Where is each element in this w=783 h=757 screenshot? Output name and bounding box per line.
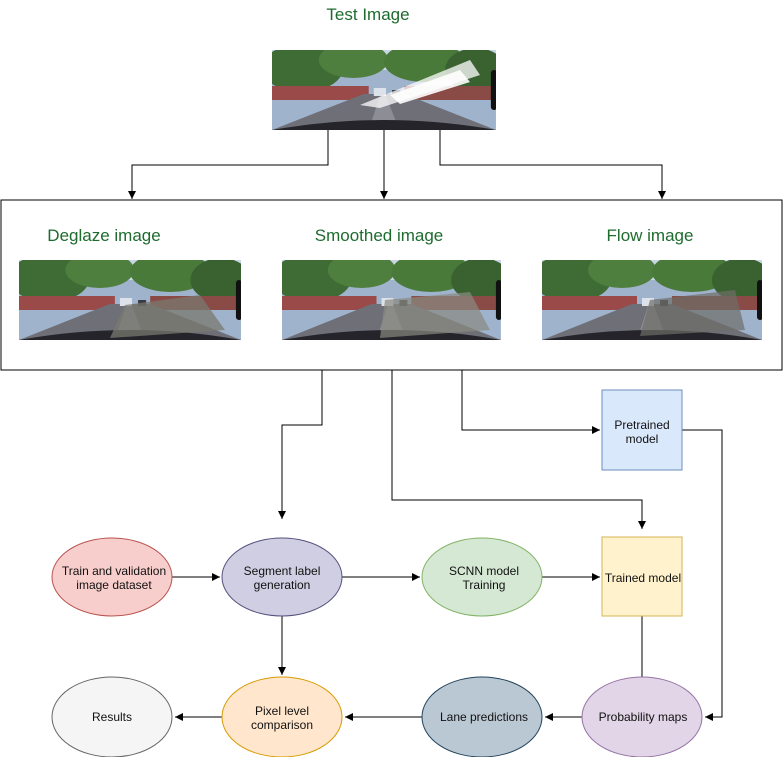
svg-text:image dataset: image dataset [76, 578, 152, 592]
svg-text:model: model [626, 432, 659, 446]
svg-text:comparison: comparison [251, 718, 313, 732]
flow-image-thumbnail [542, 260, 762, 340]
svg-text:generation: generation [254, 578, 311, 592]
scnn-model-training-node: SCNN model Training [421, 537, 543, 617]
train-validation-dataset-node: Train and validation image dataset [51, 537, 173, 617]
test-image-thumbnail [272, 50, 496, 130]
pixel-level-comparison-node: Pixel level comparison [221, 676, 343, 757]
svg-text:Results: Results [92, 710, 132, 724]
deglaze-image-thumbnail [19, 260, 241, 340]
svg-text:Training: Training [463, 578, 506, 592]
smoothed-image-thumbnail [282, 260, 501, 340]
test-image-title: Test Image [326, 5, 409, 24]
svg-text:Pixel level: Pixel level [255, 704, 309, 718]
flow-connectors [172, 573, 643, 721]
svg-text:Probability maps: Probability maps [599, 710, 688, 724]
trained-model-node: Trained model [601, 536, 683, 617]
svg-text:Pretrained: Pretrained [614, 418, 669, 432]
svg-text:Trained model: Trained model [605, 571, 681, 585]
flow-image-title: Flow image [607, 226, 694, 245]
probability-maps-node: Probability maps [581, 676, 703, 757]
smoothed-image-title: Smoothed image [315, 226, 444, 245]
svg-text:SCNN model: SCNN model [449, 564, 519, 578]
svg-text:Segment label: Segment label [244, 564, 321, 578]
top-connectors [128, 130, 666, 199]
segment-label-generation-node: Segment label generation [221, 537, 343, 617]
panel-connectors [278, 370, 723, 721]
pretrained-model-node: Pretrained model [601, 389, 683, 471]
lane-predictions-node: Lane predictions [421, 676, 543, 757]
svg-text:Lane predictions: Lane predictions [440, 710, 528, 724]
svg-text:Train and validation: Train and validation [62, 564, 166, 578]
deglaze-image-title: Deglaze image [47, 226, 160, 245]
results-node: Results [51, 676, 173, 757]
